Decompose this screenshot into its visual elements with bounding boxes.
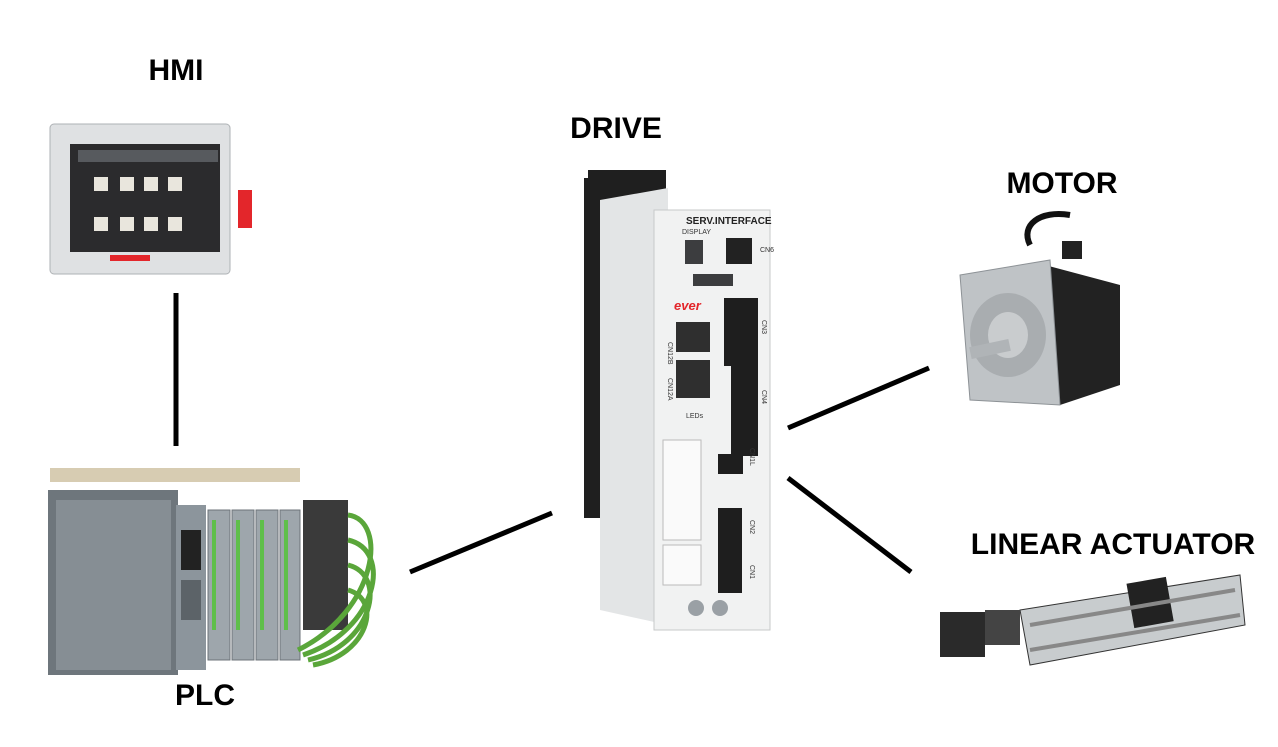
drive-cn4-label: CN4 (760, 390, 767, 404)
drive-device-image: DISPLAY SERV.INTERFACE CN6 ever CN12B CN… (582, 170, 774, 631)
drive-cn6-label: CN6 (760, 247, 774, 254)
drive-serv-interface-label: SERV.INTERFACE (686, 216, 772, 227)
motor-device-image (959, 211, 1120, 406)
linear-actuator-device-image (940, 574, 1246, 666)
plc-label: PLC (175, 679, 235, 712)
hmi-label: HMI (148, 54, 204, 87)
link-plc-drive (409, 510, 553, 575)
drive-cn12a-label: CN12A (666, 378, 673, 401)
link-drive-actuator (786, 476, 913, 574)
drive-cn2-label: CN2 (748, 520, 755, 534)
drive-cn3-label: CN3 (760, 320, 767, 334)
drive-label: DRIVE (570, 112, 662, 145)
hmi-device-image (49, 123, 252, 275)
drive-cn1l-label: CN1L (748, 448, 755, 466)
motor-label: MOTOR (1006, 167, 1118, 200)
link-drive-motor (787, 365, 930, 431)
drive-cn1-label: CN1 (748, 565, 755, 579)
linear-actuator-label: LINEAR ACTUATOR (970, 528, 1256, 561)
plc-device-image (48, 468, 376, 675)
drive-brand-logo: ever (674, 298, 702, 313)
drive-leds-label: LEDs (686, 413, 704, 420)
drive-display-label: DISPLAY (682, 229, 711, 236)
drive-cn12b-label: CN12B (666, 342, 673, 365)
